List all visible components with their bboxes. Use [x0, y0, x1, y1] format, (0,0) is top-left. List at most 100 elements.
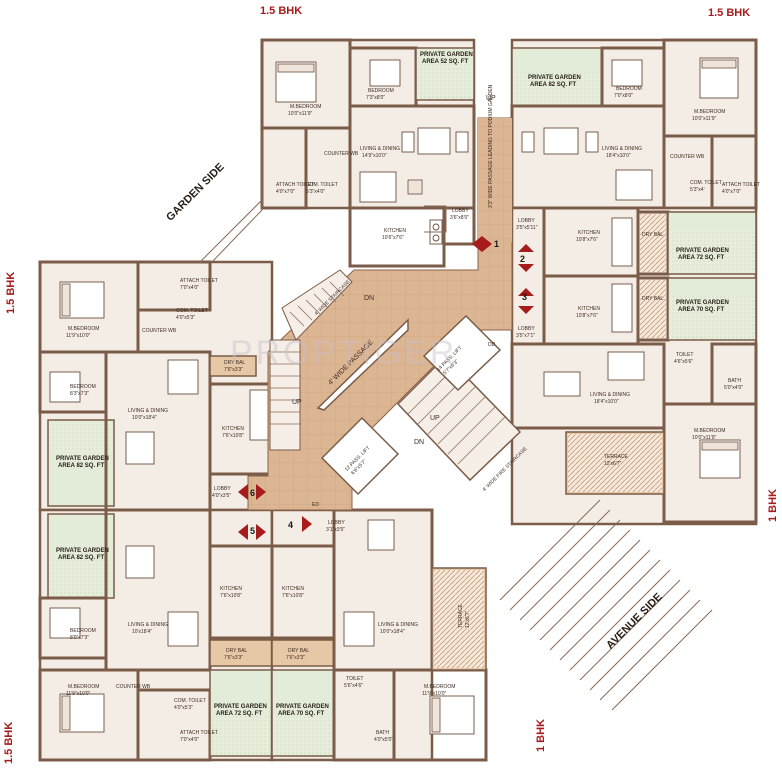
room-label: LIVING & DINING [378, 622, 418, 628]
room-label: TERRACE [604, 454, 629, 460]
garden-area: AREA 72 SQ. FT [678, 255, 724, 261]
watermark: PROPTIGER [230, 334, 457, 372]
room-label: COUNTER WB [142, 328, 177, 334]
up-label: UP [292, 399, 302, 406]
room-label: KITCHEN [282, 586, 304, 592]
garden-area: AREA 72 SQ. FT [216, 711, 262, 717]
bhk-label-left: 1.5 BHK [5, 272, 17, 314]
lift-12-pass [320, 416, 400, 496]
svg-text:6: 6 [250, 488, 255, 498]
unit-bottom-left: PRIVATE GARDEN AREA 82 SQ. FT KITCHEN 7'… [38, 508, 274, 762]
room-dim: 11'9"x10'0" [66, 691, 90, 697]
passage-label: 3'3" WIDE PASSAGE LEADING TO PODIUM GARD… [488, 84, 494, 208]
garden-area: AREA 82 SQ. FT [58, 555, 104, 561]
room-dim: 4'0"x7'0" [722, 189, 741, 195]
room-label: COM. TOILET [690, 180, 722, 186]
sofa-icon [543, 127, 579, 155]
flat-badge-1: 1 [472, 236, 499, 252]
garden-label: PRIVATE GARDEN [420, 52, 473, 58]
svg-text:1: 1 [494, 239, 499, 249]
room-label: LIVING & DINING [602, 146, 642, 152]
room-label: KITCHEN [222, 426, 244, 432]
room-label: M.BEDROOM [694, 428, 725, 434]
room-label: COM. TOILET [306, 182, 338, 188]
room-dim: 8'0"x7'3" [70, 635, 89, 641]
parking-stripes [499, 499, 713, 711]
lift-door-label: DD [488, 342, 496, 348]
garden-label: PRIVATE GARDEN [676, 248, 729, 254]
room-dim: 3'6"x8'0" [450, 215, 469, 221]
room-dim: 14'9"x10'0" [362, 153, 387, 159]
garden-label: PRIVATE GARDEN [56, 456, 109, 462]
room-dim: 10'6"x7'6" [382, 235, 404, 241]
svg-text:5: 5 [250, 526, 255, 536]
room-dim: 10'0"x18'4" [380, 629, 405, 635]
room-label: ATTACH TOILET [276, 182, 314, 188]
flat-badge-2: 2 [518, 244, 534, 272]
site-elements: PROPTIGER [199, 130, 713, 711]
lobby-door [424, 205, 447, 233]
room-dim: 7'0"x4'0" [180, 737, 199, 743]
room-label: LOBBY [518, 326, 535, 332]
room-dim: 4'0"x3'5" [212, 493, 231, 499]
room-label: TERRACE [458, 603, 464, 628]
room-dim: 5'0"x4'0" [724, 385, 743, 391]
dn-label: DN [364, 295, 374, 302]
room-dim: 10'8"x7'6" [576, 237, 598, 243]
bed-icon [369, 59, 401, 87]
room-dim: 3'1"x3'5" [326, 527, 345, 533]
bed-icon [49, 371, 81, 403]
room-label: M.BEDROOM [290, 104, 321, 110]
garden-area: AREA 82 SQ. FT [530, 82, 576, 88]
room-label: ATTACH TOILET [722, 182, 760, 188]
bhk-label-top-left: 1.5 BHK [260, 5, 302, 17]
room-dim: 10'8"x7'6" [576, 313, 598, 319]
room-label: BEDROOM [368, 88, 394, 94]
dining-table-icon [167, 611, 199, 647]
room-label: M.BEDROOM [68, 684, 99, 690]
unit-bottom-right: LOBBY 3'1"x3'5" KITCHEN 7'6"x10'8" DRY B… [270, 508, 488, 762]
staircase-upper [269, 269, 353, 451]
svg-text:4: 4 [288, 520, 293, 530]
room-label: LOBBY [452, 208, 469, 214]
lift-door-label: ED [312, 502, 319, 508]
room-dim: 11'9"x10'0" [66, 333, 90, 339]
garden-label: PRIVATE GARDEN [276, 704, 329, 710]
room-label: LOBBY [328, 520, 345, 526]
room-label: LIVING & DINING [590, 392, 630, 398]
room-dim: 18'4"x10'0" [606, 153, 631, 159]
room-label: COUNTER WB [324, 151, 359, 157]
room-label: DRY BAL. [642, 296, 665, 302]
tr-master-bedroom [662, 38, 758, 138]
room-label: KITCHEN [220, 586, 242, 592]
room-label: ATTACH TOILET [180, 278, 218, 284]
room-dim: 5'3"x4'0" [306, 189, 325, 195]
podium-passage [478, 118, 512, 242]
room-dim: 4'6"x5'6" [674, 359, 693, 365]
avenue-side-label: AVENUE SIDE [604, 591, 665, 652]
room-label: BATH [728, 378, 741, 384]
tl-lobby [442, 206, 476, 246]
bhk-label-right: 1 BHK [767, 489, 779, 522]
garden-label: PRIVATE GARDEN [214, 704, 267, 710]
bl-drybal [209, 639, 273, 667]
room-dim: 10'0"x11'9" [288, 111, 312, 117]
room-dim: 4'0"x7'0" [276, 189, 295, 195]
bed-icon [611, 59, 643, 87]
garden-label: PRIVATE GARDEN [676, 300, 729, 306]
bhk-label-bottom-left: 1.5 BHK [3, 722, 15, 764]
up-label: UP [486, 95, 496, 102]
room-dim: 7'6"x10'8" [220, 593, 242, 599]
room-label: LOBBY [214, 486, 231, 492]
garden-side-label: GARDEN SIDE [164, 161, 227, 224]
room-dim: 7'0"x4'0" [180, 285, 199, 291]
room-label: BEDROOM [616, 86, 642, 92]
kitchen-counter-icon [611, 283, 633, 333]
room-dim: 12'x6'7" [604, 461, 622, 467]
up-label: UP [430, 415, 440, 422]
sofa-icon [417, 127, 451, 155]
bhk-label-bottom-right: 1 BHK [535, 719, 547, 752]
site-boundary-garden [211, 130, 263, 263]
garden-area: AREA 52 SQ. FT [422, 59, 468, 65]
